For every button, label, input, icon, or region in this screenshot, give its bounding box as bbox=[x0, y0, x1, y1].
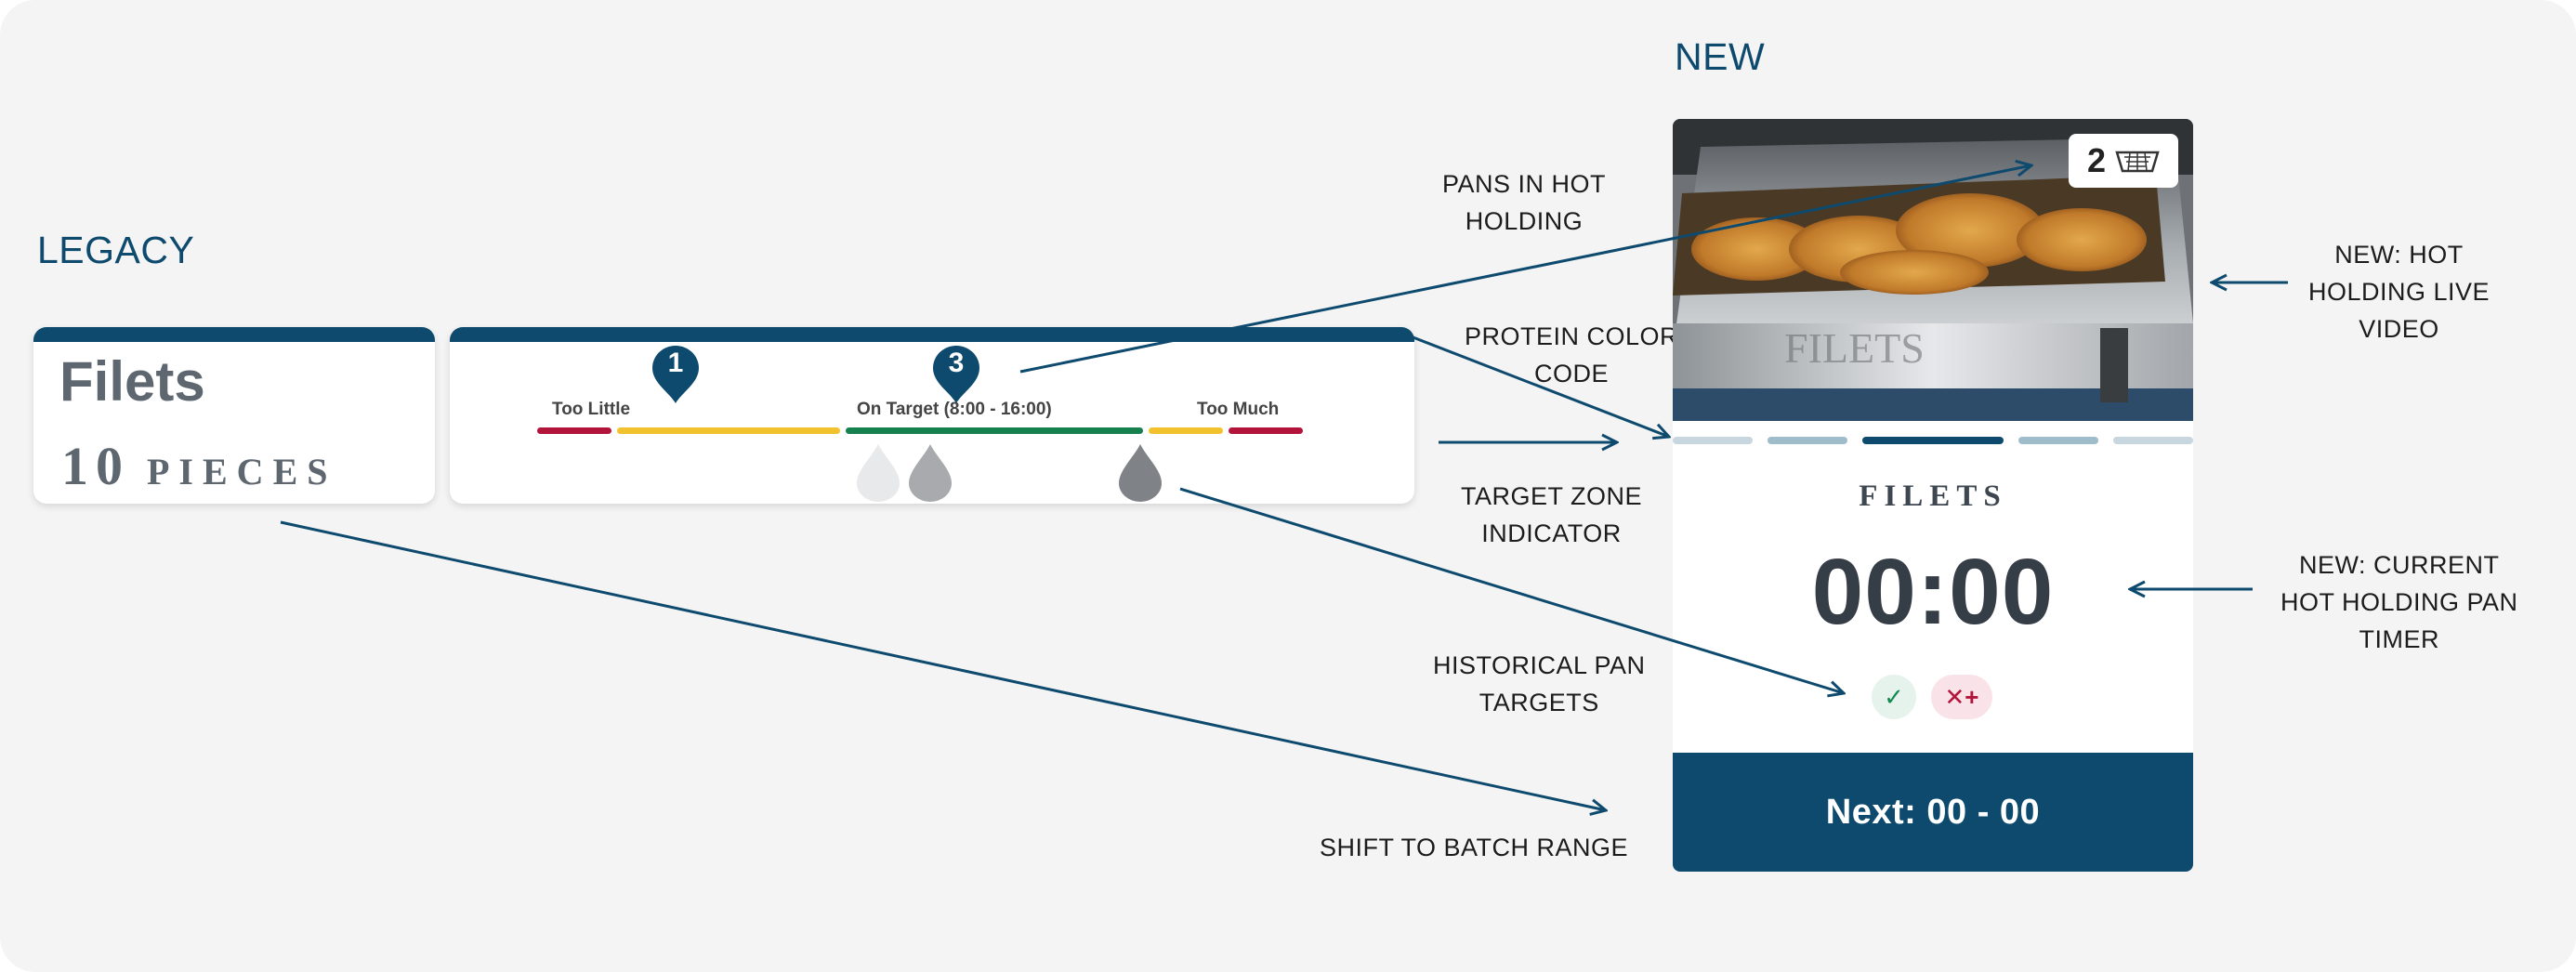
hot-holding-pan-timer: 00:00 bbox=[1811, 540, 2055, 644]
zone-segment-too-much-yellow bbox=[1149, 427, 1223, 434]
new-title: NEW bbox=[1675, 35, 1766, 78]
historical-pan-targets: ✓ ✕+ bbox=[1872, 675, 1992, 719]
svg-text:FILETS: FILETS bbox=[1784, 324, 1925, 372]
x-plus-icon: ✕+ bbox=[1944, 682, 1979, 711]
annotation-target-zone-indicator: TARGET ZONE INDICATOR bbox=[1461, 482, 1643, 547]
legacy-product-name: Filets bbox=[59, 350, 205, 413]
pan-count: 2 bbox=[2086, 141, 2107, 179]
pin-icon: 3 bbox=[933, 346, 979, 403]
annotation-pans-in-hot-holding: PANS IN HOT HOLDING bbox=[1442, 170, 1607, 235]
history-ok-chip[interactable]: ✓ bbox=[1872, 675, 1916, 719]
annotation-shift-to-batch-range: SHIFT TO BATCH RANGE bbox=[1320, 834, 1629, 861]
drop-icon bbox=[909, 444, 952, 502]
check-icon: ✓ bbox=[1884, 682, 1904, 711]
zone-on-target-label: On Target (8:00 - 16:00) bbox=[857, 400, 1052, 419]
zone-segment-too-little-red bbox=[537, 427, 611, 434]
legacy-count: 10 PIECES bbox=[61, 435, 337, 497]
zone-too-little-label: Too Little bbox=[552, 400, 631, 419]
new-product-name: FILETS bbox=[1859, 479, 2007, 513]
drop-icon bbox=[857, 444, 900, 502]
progress-segment bbox=[2113, 437, 2193, 444]
protein-color-progress bbox=[1673, 437, 2193, 444]
drop-icon bbox=[1119, 444, 1162, 502]
progress-segment-active bbox=[1862, 437, 2004, 444]
zone-segment-too-much-red bbox=[1229, 427, 1303, 434]
new-hot-holding-panel: FILETS 2 FILETS 00:00 ✓ ✕+ Next: 00 - 00 bbox=[1673, 119, 2193, 872]
progress-segment bbox=[1673, 437, 1753, 444]
annotation-historical-pan-targets: HISTORICAL PAN TARGETS bbox=[1433, 651, 1646, 716]
legacy-target-card: Too Little On Target (8:00 - 16:00) Too … bbox=[450, 327, 1414, 504]
pin-number: 3 bbox=[948, 348, 965, 378]
pin-icon: 1 bbox=[652, 346, 699, 403]
pin-number: 1 bbox=[667, 348, 684, 378]
zone-segment-too-little-yellow bbox=[617, 427, 840, 434]
annotation-new-live-video: NEW: HOT HOLDING LIVE VIDEO bbox=[2308, 241, 2491, 343]
progress-segment bbox=[2018, 437, 2098, 444]
basket-icon bbox=[2115, 151, 2160, 173]
legacy-count-unit: PIECES bbox=[147, 451, 337, 493]
legacy-count-value: 10 bbox=[61, 436, 130, 496]
pan-count-badge: 2 bbox=[2069, 134, 2178, 188]
legacy-product-card: Filets 10 PIECES bbox=[33, 327, 435, 504]
next-batch-button[interactable]: Next: 00 - 00 bbox=[1673, 753, 2193, 872]
progress-segment bbox=[1768, 437, 1847, 444]
zone-segment-on-target bbox=[846, 427, 1143, 434]
legacy-title: LEGACY bbox=[37, 229, 195, 271]
annotation-new-pan-timer: NEW: CURRENT HOT HOLDING PAN TIMER bbox=[2280, 551, 2518, 653]
history-miss-chip[interactable]: ✕+ bbox=[1931, 675, 1992, 719]
hot-holding-live-video[interactable]: FILETS 2 bbox=[1673, 119, 2193, 421]
annotation-protein-color-code: PROTEIN COLOR CODE bbox=[1465, 322, 1679, 387]
zone-too-much-label: Too Much bbox=[1197, 400, 1280, 419]
